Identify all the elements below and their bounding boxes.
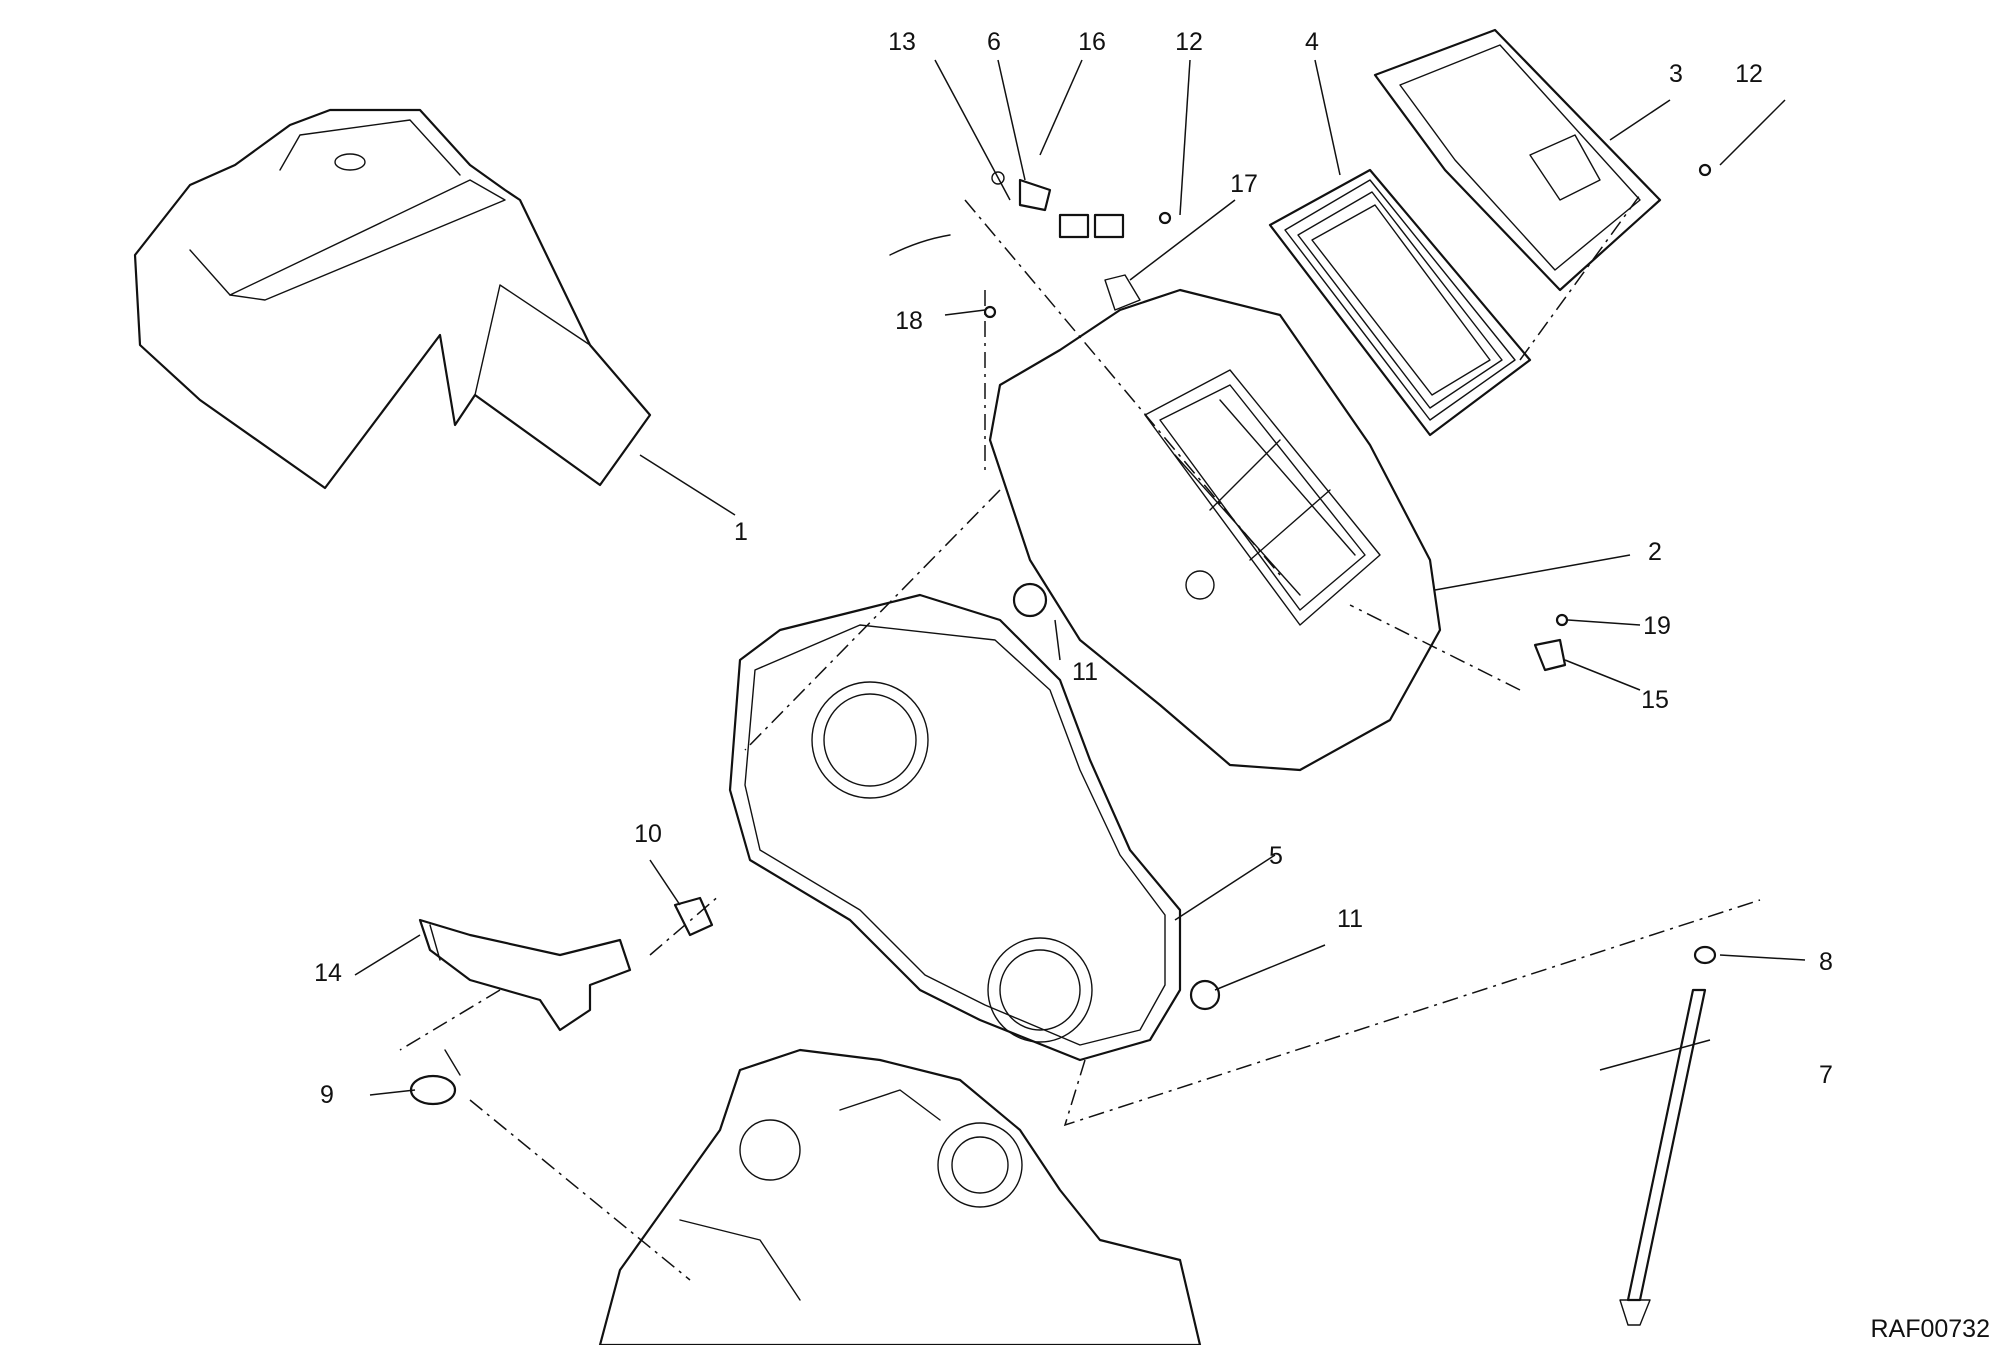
leader-lines <box>354 59 1806 1096</box>
callout-12-right: 12 <box>1735 60 1763 88</box>
callout-1: 1 <box>734 518 748 546</box>
callout-3: 3 <box>1669 60 1683 88</box>
callout-15: 15 <box>1641 686 1669 714</box>
reference-code: RAF00732 <box>1870 1315 1990 1343</box>
part-5-airbox-lower <box>728 593 1182 1062</box>
callout-7: 7 <box>1819 1061 1833 1089</box>
callout-4: 4 <box>1305 28 1319 56</box>
callout-14: 14 <box>314 959 342 987</box>
alignment-lines <box>399 194 1761 1281</box>
callout-9: 9 <box>320 1081 334 1109</box>
part-4-air-filter <box>1268 168 1532 437</box>
callout-17: 17 <box>1230 170 1258 198</box>
callout-5: 5 <box>1269 842 1283 870</box>
part-3-lid <box>1373 28 1662 292</box>
callout-13: 13 <box>888 28 916 56</box>
part-14-hose <box>418 918 632 1032</box>
part-1-cover <box>133 108 652 490</box>
callout-6: 6 <box>987 28 1001 56</box>
part-8-clip <box>1693 945 1717 965</box>
part-7-drain-tube <box>1619 988 1707 1326</box>
hardware-parts <box>889 163 1712 1011</box>
engine-block <box>598 1048 1202 1345</box>
part-9-clamp <box>409 1049 461 1106</box>
callout-16: 16 <box>1078 28 1106 56</box>
callout-10: 10 <box>634 820 662 848</box>
callout-12-left: 12 <box>1175 28 1203 56</box>
callout-2: 2 <box>1648 538 1662 566</box>
callout-labels: 1 2 3 4 5 6 7 8 9 10 11 11 12 12 13 14 1… <box>314 28 1833 1109</box>
callout-11-upper: 11 <box>1072 658 1098 686</box>
callout-11-lower: 11 <box>1337 905 1363 933</box>
callout-19: 19 <box>1643 612 1671 640</box>
part-2-airbox-upper <box>988 288 1442 772</box>
callout-18: 18 <box>895 307 923 335</box>
callout-8: 8 <box>1819 948 1833 976</box>
